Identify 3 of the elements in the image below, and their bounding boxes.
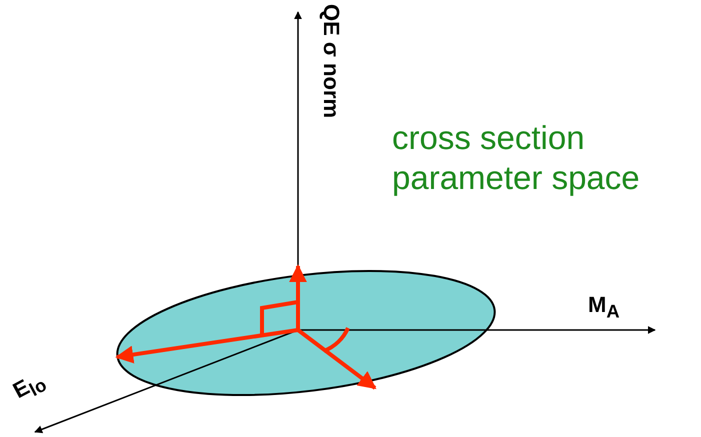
annotation-text: cross section parameter space <box>392 118 641 198</box>
axis-label: QE σ norm <box>318 4 344 118</box>
axis-label: M$_{A}$ <box>588 292 620 322</box>
